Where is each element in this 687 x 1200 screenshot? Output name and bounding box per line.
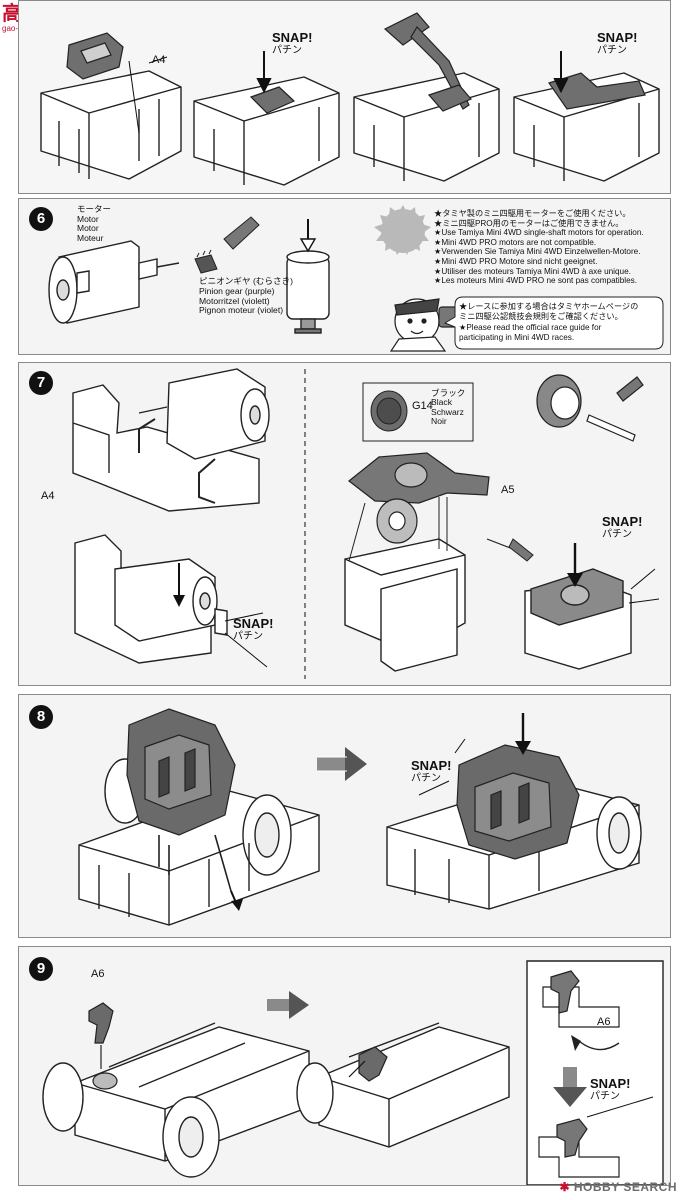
- watermark-text: HOBBY SEARCH: [573, 1180, 677, 1194]
- gear-color-fr: Noir: [431, 416, 447, 427]
- snap-label-jp: パチン: [597, 45, 627, 56]
- note-line: ★Please read the official race guide for: [459, 322, 602, 332]
- motor-label-jp: モーター: [77, 204, 112, 214]
- note-line: ★Verwenden Sie Tamiya Mini 4WD Einzelwel…: [434, 247, 641, 257]
- gear-color-en: Black: [431, 397, 453, 408]
- note-line: ★Utiliser des moteurs Tamiya Mini 4WD à …: [434, 266, 631, 276]
- note-line: ★レースに参加する場合はタミヤホームページの: [459, 302, 639, 311]
- motor-label-en: Motor: [77, 213, 99, 224]
- step-5-snap-1: SNAP! パチン: [272, 31, 312, 57]
- step-7-part-a4: A4: [41, 490, 55, 502]
- hobby-search-watermark: ✱ HOBBY SEARCH: [559, 1180, 677, 1194]
- note-line: participating in Mini 4WD races.: [459, 333, 575, 343]
- warning-burst-icon: [374, 205, 431, 255]
- snap-label: SNAP!: [602, 514, 643, 529]
- snap-label-jp: パチン: [411, 773, 441, 784]
- note-line: ★Use Tamiya Mini 4WD single-shaft motors…: [434, 228, 644, 238]
- step-8-snap: SNAP! パチン: [411, 759, 451, 785]
- pinion-label-fr: Pignon moteur (violet): [199, 305, 284, 316]
- step-5-panel: A4 SNAP! パチン SNAP! パチン: [18, 0, 671, 194]
- step-6-illustration: [48, 205, 664, 352]
- gear-g14-icon: [370, 390, 408, 432]
- step-8-number: 8: [29, 705, 53, 729]
- pinion-label-en: Pinion gear (purple): [199, 285, 275, 296]
- step-8-panel: 8 SNAP! パチン: [18, 694, 671, 938]
- snap-label-jp: パチン: [590, 1091, 620, 1102]
- snap-label: SNAP!: [272, 30, 313, 45]
- snap-label-jp: パチン: [602, 529, 632, 540]
- motor-label: モーター Motor Motor Moteur: [77, 204, 112, 243]
- note-line: ★Les moteurs Mini 4WD PRO ne sont pas co…: [434, 276, 638, 286]
- pinion-label-de: Motorritzel (violett): [199, 295, 270, 306]
- step-7-illustration: [72, 368, 660, 679]
- pinion-label-jp: ピニオンギヤ (むらさき): [199, 276, 294, 286]
- snap-label: SNAP!: [411, 758, 452, 773]
- motor-label-de: Motor: [77, 223, 99, 234]
- step-9-panel: 9 A6 A6 SNAP! パチン: [18, 946, 671, 1186]
- snap-label: SNAP!: [233, 616, 274, 631]
- gear-color-de: Schwarz: [431, 406, 464, 417]
- gear-color-label: ブラック Black Schwarz Noir: [431, 388, 466, 427]
- step-9-illustration: [42, 960, 664, 1185]
- snap-label-jp: パチン: [272, 45, 302, 56]
- snap-label-jp: パチン: [233, 631, 263, 642]
- gear-color-jp: ブラック: [431, 388, 466, 398]
- next-arrow-icon: [317, 747, 367, 781]
- motor-notes: ★タミヤ製のミニ四駆用モーターをご使用ください。 ★ミニ四駆PRO用のモーターは…: [434, 209, 644, 286]
- step-7-snap-2: SNAP! パチン: [602, 515, 642, 541]
- snap-label: SNAP!: [597, 30, 638, 45]
- step-5-part-a4: A4: [152, 54, 166, 66]
- gear-code-label: G14: [412, 400, 433, 412]
- race-notes: ★レースに参加する場合はタミヤホームページの ミニ四駆公認競技会規則をご確認くだ…: [459, 302, 638, 344]
- note-line: ★ミニ四駆PRO用のモーターはご使用できません。: [434, 218, 624, 228]
- step-5-illustration: [40, 12, 660, 186]
- step-8-illustration: [78, 708, 642, 926]
- motor-label-fr: Moteur: [77, 232, 104, 243]
- snap-label: SNAP!: [590, 1076, 631, 1091]
- step-7-snap-1: SNAP! パチン: [233, 617, 273, 643]
- note-line: ミニ四駆公認競技会規則をご確認ください。: [459, 312, 623, 322]
- next-arrow-icon: [267, 991, 309, 1019]
- step-9-part-a6: A6: [91, 968, 105, 980]
- step-6-panel: 6 モーター Motor Motor Moteur ピニオンギヤ (むらさき) …: [18, 198, 671, 355]
- step-9-snap: SNAP! パチン: [590, 1077, 630, 1103]
- step-9-inset-part-a6: A6: [597, 1016, 611, 1028]
- down-arrow-icon: [553, 1067, 587, 1107]
- step-5-snap-2: SNAP! パチン: [597, 31, 637, 57]
- step-7-panel: 7 A4 A5 G14 ブラック Black Schwarz Noir SNAP…: [18, 362, 671, 686]
- hobby-search-logo-icon: ✱: [559, 1180, 571, 1194]
- pinion-label: ピニオンギヤ (むらさき) Pinion gear (purple) Motor…: [199, 276, 294, 316]
- step-6-number: 6: [29, 207, 53, 231]
- note-line: ★タミヤ製のミニ四駆用モーターをご使用ください。: [434, 209, 631, 218]
- step-9-number: 9: [29, 957, 53, 981]
- note-line: ★Mini 4WD PRO motors are not compatible.: [434, 237, 597, 247]
- step-7-part-a5: A5: [501, 484, 515, 496]
- step-7-number: 7: [29, 371, 53, 395]
- note-line: ★Mini 4WD PRO Motore sind nicht geeignet…: [434, 256, 598, 266]
- mascot-icon: [389, 298, 458, 352]
